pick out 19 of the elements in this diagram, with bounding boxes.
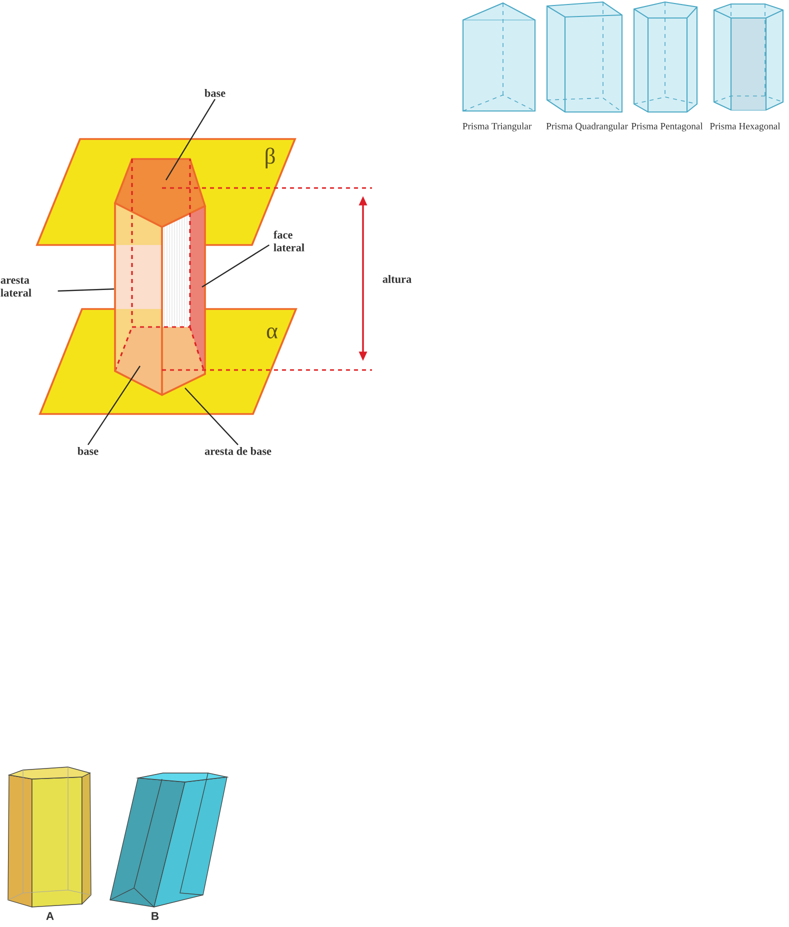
callout-label: aresta lateral	[0, 277, 32, 297]
prism-letter: B	[152, 912, 159, 920]
plane-label: β	[266, 148, 275, 168]
callout-label: aresta de base	[204, 447, 272, 455]
leader-line	[88, 366, 140, 446]
caption: Prisma Hexagonal	[710, 122, 780, 132]
callout-label: base	[78, 447, 98, 455]
callout-label: face lateral	[274, 230, 304, 252]
caption: Prisma Pentagonal	[631, 122, 703, 132]
caption: Prisma Quadrangular	[546, 122, 628, 132]
leader-line	[184, 388, 238, 446]
prism-letter: A	[46, 912, 54, 920]
leader-line	[165, 98, 216, 180]
dimension-label: altura	[382, 275, 412, 283]
callout-label: base	[204, 89, 226, 97]
plane-label: α	[266, 328, 278, 338]
caption: Prisma Triangular	[462, 122, 532, 132]
leader-line	[58, 288, 114, 292]
leader-line	[202, 244, 270, 288]
